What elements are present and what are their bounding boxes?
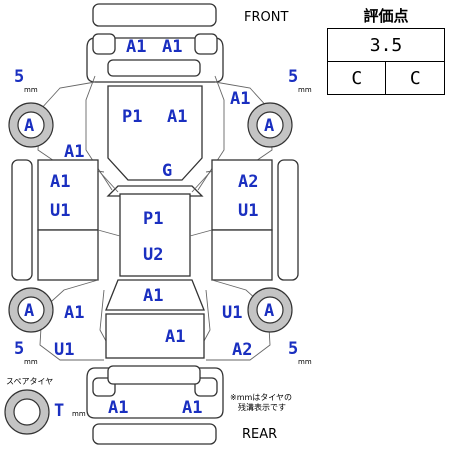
front-left-tread-unit: mm [24,86,38,94]
rear-bumper-left-mark: A1 [108,398,128,418]
front-label: FRONT [244,10,288,25]
spare-tread-unit: mm [72,410,86,418]
front-right-arch [197,75,225,191]
rear-label: REAR [242,427,277,442]
rear-right-tire-mark: A [264,301,274,321]
rear-quarter-left-top-mark: A1 [64,303,84,323]
front-left-tire-mark: A [24,116,34,136]
roof-mark-2: U2 [143,245,163,265]
front-door-right-mark-2: U1 [238,201,258,221]
front-right-tread-depth: 5 [288,67,298,87]
right-b-pillar [189,229,213,237]
rear-bumper-right-mark: A1 [182,398,202,418]
rating-box: 評価点 3.5 C C [326,6,445,95]
left-a-pillar [97,169,119,193]
rear-left-tread-unit: mm [24,358,38,366]
windshield-mark: G [162,161,172,181]
rear-lip-panel [92,423,217,445]
front-right-tread-unit: mm [298,86,312,94]
rear-quarter-right-top-mark: U1 [222,303,242,323]
front-right-tire-hub [256,111,284,139]
front-lip-panel [92,3,217,27]
rear-left-tread-depth: 5 [14,339,24,359]
rear-glass [105,279,205,311]
rear-plate-area [107,365,201,385]
rating-title: 評価点 [363,7,409,25]
exterior-grade: C [385,61,445,95]
hood-right-mark: A1 [167,107,187,127]
spare-tire-hub [13,398,41,426]
left-side-sill [11,159,33,281]
spare-tire-label: スペアタイヤ [6,377,53,386]
overall-score: 3.5 [327,28,445,62]
front-fender-right-mark: A1 [230,89,250,109]
left-b-pillar [97,229,121,237]
tread-note-line2: 残溝表示です [238,402,286,412]
tread-note-line1: ※mmはタイヤの [230,393,292,402]
roof [119,193,191,277]
right-side-sill [277,159,299,281]
rear-right-tread-unit: mm [298,358,312,366]
front-left-door [37,159,99,231]
spare-tread-depth: T [54,401,64,421]
rear-left-tire-hub [17,296,45,324]
rear-quarter-right-mark: A2 [232,340,252,360]
front-right-headlight [194,33,218,55]
rear-right-tire-hub [256,296,284,324]
front-bumper-right-mark: A1 [162,37,182,57]
rear-right-lamp [194,377,218,397]
rear-glass-mark: A1 [143,286,163,306]
hood-left-mark: P1 [122,107,142,127]
front-door-right-mark-1: A2 [238,172,258,192]
rear-right-tread-depth: 5 [288,339,298,359]
rear-right-door [211,229,273,281]
front-left-arch [85,75,113,191]
front-door-left-mark-1: A1 [50,172,70,192]
rear-door-left-mark: U1 [54,340,74,360]
front-door-left-mark-2: U1 [50,201,70,221]
front-right-tire-mark: A [264,116,274,136]
trunk-mark: A1 [165,327,185,347]
front-left-headlight [92,33,116,55]
trunk-lid [105,313,205,359]
front-left-tread-depth: 5 [14,67,24,87]
front-grille [107,59,201,77]
front-fender-left-mark: A1 [64,142,84,162]
rear-left-door [37,229,99,281]
hood [107,85,203,181]
rear-left-tire-mark: A [24,301,34,321]
right-a-pillar [191,169,213,193]
rating-table: 3.5 C C [326,28,445,95]
interior-grade: C [326,61,387,95]
front-left-tire-hub [17,111,45,139]
front-bumper-left-mark: A1 [126,37,146,57]
roof-mark-1: P1 [143,209,163,229]
